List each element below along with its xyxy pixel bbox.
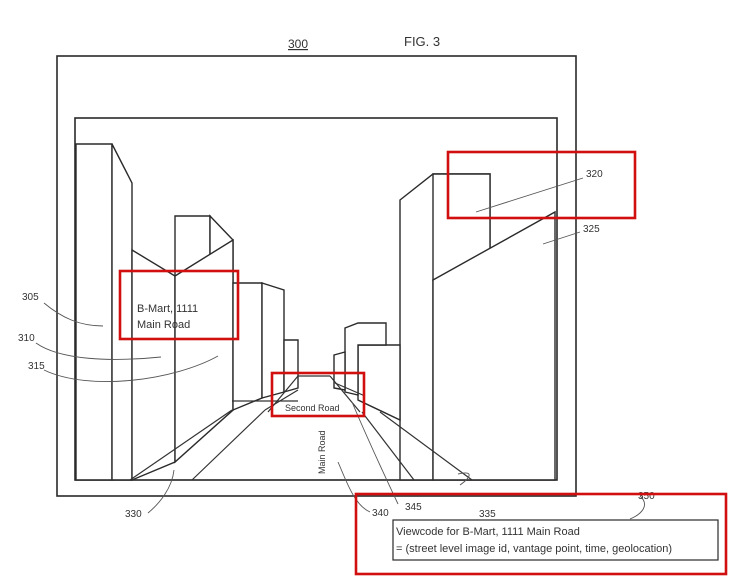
viewcode-line1: Viewcode for B-Mart, 1111 Main Road: [396, 526, 580, 538]
highlight-second-road: [270, 371, 366, 418]
highlight-building-320: [446, 150, 637, 220]
ref-345: 345: [405, 502, 422, 513]
ref-350: 350: [638, 491, 655, 502]
building-far-left: [283, 339, 299, 393]
building-far-right-a: [344, 322, 387, 396]
highlight-viewcode: [354, 492, 728, 576]
ref-320: 320: [586, 169, 603, 180]
ref-335: 335: [479, 509, 496, 520]
building-far-right-b: [333, 351, 346, 391]
second-road-label: Second Road: [285, 403, 340, 413]
ref-305: 305: [22, 292, 39, 303]
ref-325: 325: [583, 224, 600, 235]
storefront-sign-line2: Main Road: [137, 319, 190, 331]
outer-frame: [56, 55, 577, 497]
building-305: [75, 143, 113, 481]
right-buildings: [333, 173, 556, 481]
highlight-storefront-sign: [118, 269, 240, 341]
building-305-side: [111, 143, 133, 481]
building-310: [131, 248, 176, 482]
ref-340: 340: [372, 508, 389, 519]
ref-315: 315: [28, 361, 45, 372]
viewcode-line2: = (street level image id, vantage point,…: [396, 543, 672, 555]
viewcode-box: [392, 519, 719, 561]
ref-330: 330: [125, 509, 142, 520]
main-road-label: Main Road: [317, 430, 327, 474]
street-lines: [76, 375, 556, 481]
storefront-sign-line1: B-Mart, 1111: [137, 303, 198, 315]
left-buildings: [75, 143, 299, 482]
ref-310: 310: [18, 333, 35, 344]
figure-reference-number: 300: [288, 37, 308, 51]
figure-title: FIG. 3: [404, 34, 440, 49]
